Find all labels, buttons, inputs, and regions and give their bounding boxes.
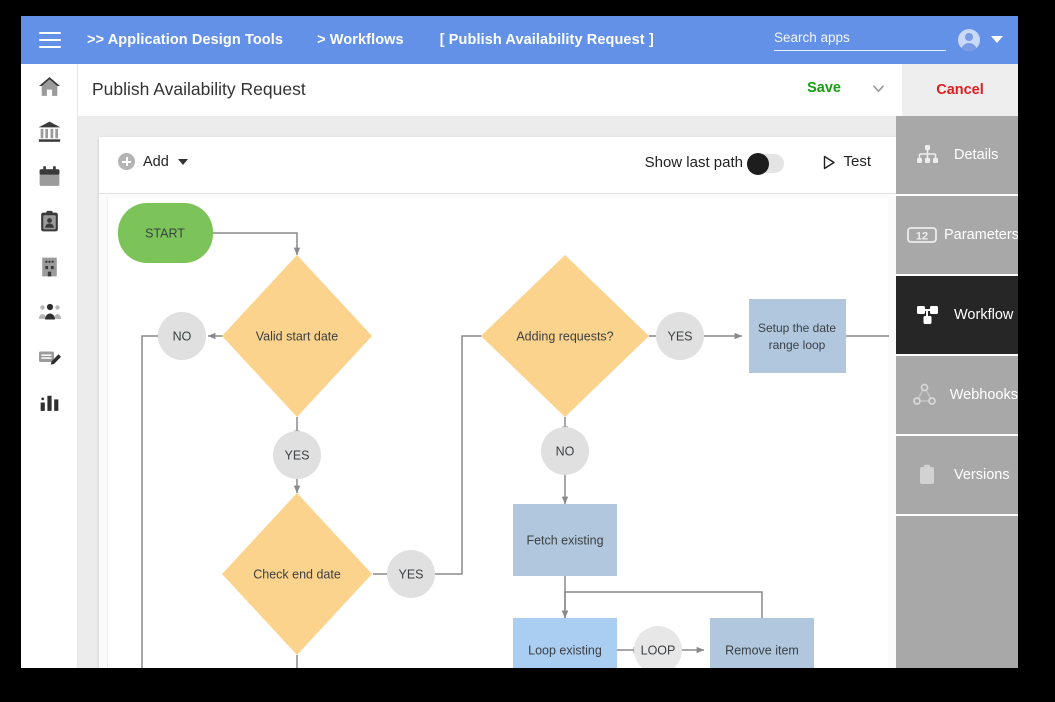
flow-node-valid-start-date-label: Valid start date	[256, 329, 339, 343]
flow-node-loop-existing[interactable]: Loop existing	[513, 618, 617, 668]
bar-chart-icon	[40, 395, 59, 411]
calendar-icon	[39, 166, 60, 186]
rail-item-calendar[interactable]	[21, 154, 78, 199]
flow-connector-yes-2[interactable]: YES	[387, 550, 435, 598]
svg-text:12: 12	[916, 231, 928, 243]
save-button[interactable]: Save	[807, 80, 841, 96]
flow-node-loop-existing-label: Loop existing	[528, 643, 602, 657]
flow-connector-no-1-label: NO	[173, 329, 192, 343]
flow-connector-yes-1[interactable]: YES	[273, 431, 321, 479]
rail-item-reports[interactable]	[21, 379, 78, 424]
flow-node-adding-requests[interactable]: Adding requests?	[481, 255, 649, 417]
workflow-card: Add Show last path Test	[99, 137, 896, 668]
top-navigation-bar: >> Application Design Tools > Workflows …	[21, 16, 1018, 64]
add-chevron-down-icon	[177, 158, 188, 165]
show-last-path-label: Show last path	[644, 154, 743, 171]
show-last-path-toggle[interactable]	[747, 152, 784, 175]
tab-details-label: Details	[954, 147, 999, 163]
app-window: >> Application Design Tools > Workflows …	[21, 16, 1018, 668]
tab-webhooks-label: Webhooks	[949, 387, 1018, 403]
tab-panel-filler	[896, 518, 1018, 668]
clipboard-icon	[907, 463, 947, 487]
webhook-icon	[907, 383, 943, 407]
flow-node-setup-date-range-loop-label-line2: range loop	[769, 338, 826, 352]
left-icon-rail	[21, 64, 78, 668]
flow-node-setup-date-range-loop-label-line1: Setup the date	[758, 321, 836, 335]
flow-connector-no-2[interactable]: NO	[541, 427, 589, 475]
flow-connector-yes-3-label: YES	[667, 329, 692, 343]
hamburger-menu-icon[interactable]	[39, 32, 61, 48]
home-icon	[39, 77, 60, 96]
breadcrumb-current-workflow: [ Publish Availability Request ]	[439, 32, 654, 48]
flow-node-remove-item[interactable]: Remove item	[710, 618, 814, 668]
bank-icon	[38, 121, 61, 142]
add-button[interactable]: Add	[118, 153, 188, 170]
search-input[interactable]	[774, 26, 946, 51]
flow-node-start-label: START	[145, 226, 185, 240]
save-chevron-down-icon[interactable]	[872, 84, 885, 93]
search-apps-container	[774, 26, 946, 51]
flow-node-fetch-existing[interactable]: Fetch existing	[513, 504, 617, 576]
cancel-button[interactable]: Cancel	[902, 64, 1018, 116]
workflow-toolbar: Add Show last path Test	[99, 137, 896, 194]
workflow-tab-panel: Details 12 Parameters	[896, 116, 1018, 668]
plus-circle-icon	[118, 153, 135, 170]
rail-item-employee-record[interactable]	[21, 199, 78, 244]
breadcrumb-workflows[interactable]: > Workflows	[317, 32, 404, 48]
rail-item-home[interactable]	[21, 64, 78, 109]
breadcrumb-application-design-tools[interactable]: >> Application Design Tools	[87, 32, 284, 48]
rail-item-institution[interactable]	[21, 109, 78, 154]
edit-document-icon	[38, 351, 61, 365]
rail-item-edit-document[interactable]	[21, 334, 78, 379]
building-icon	[42, 257, 57, 277]
add-button-label: Add	[143, 153, 169, 170]
content-area: Add Show last path Test	[78, 116, 1018, 668]
flow-node-start[interactable]: START	[118, 203, 213, 263]
flow-node-valid-start-date[interactable]: Valid start date	[222, 255, 372, 417]
tab-versions-label: Versions	[954, 467, 1010, 483]
rail-item-building[interactable]	[21, 244, 78, 289]
number-12-icon: 12	[907, 225, 937, 245]
tab-parameters[interactable]: 12 Parameters	[896, 196, 1018, 276]
flow-node-adding-requests-label: Adding requests?	[516, 329, 613, 343]
flow-connector-yes-1-label: YES	[284, 448, 309, 462]
flow-connector-no-2-label: NO	[556, 444, 575, 458]
test-button[interactable]: Test	[823, 153, 871, 170]
flow-node-setup-date-range-loop[interactable]: Setup the date range loop	[749, 299, 846, 373]
page-title: Publish Availability Request	[92, 79, 306, 99]
test-button-label: Test	[843, 153, 871, 170]
people-group-icon	[38, 303, 61, 319]
flow-connector-no-1[interactable]: NO	[158, 312, 206, 360]
toggle-knob	[747, 152, 769, 175]
tab-workflow-label: Workflow	[954, 307, 1014, 323]
play-icon	[823, 154, 836, 169]
clipboard-person-icon	[41, 210, 58, 232]
flow-connector-yes-3[interactable]: YES	[656, 312, 704, 360]
flow-node-remove-item-label: Remove item	[725, 643, 799, 657]
rail-item-people[interactable]	[21, 289, 78, 334]
tab-versions[interactable]: Versions	[896, 436, 1018, 516]
flow-node-fetch-existing-label: Fetch existing	[526, 533, 603, 547]
workflow-diagram: START Valid start date NO	[118, 203, 889, 668]
flow-connector-loop-label: LOOP	[641, 643, 676, 657]
nodes-icon	[907, 303, 947, 327]
tab-webhooks[interactable]: Webhooks	[896, 356, 1018, 436]
tab-workflow[interactable]: Workflow	[896, 276, 1018, 356]
account-chevron-down-icon[interactable]	[991, 36, 1003, 43]
workflow-sheet[interactable]: START Valid start date NO	[107, 198, 889, 668]
flow-node-check-end-date[interactable]: Check end date	[222, 493, 372, 655]
flow-connector-loop[interactable]: LOOP	[634, 626, 682, 668]
flow-connector-yes-2-label: YES	[398, 567, 423, 581]
workflow-canvas[interactable]: START Valid start date NO	[99, 194, 896, 668]
hierarchy-icon	[907, 144, 947, 166]
flow-node-check-end-date-label: Check end date	[253, 567, 341, 581]
page-header: Publish Availability Request Save Cancel	[78, 64, 1018, 116]
user-avatar-icon[interactable]	[958, 29, 980, 51]
tab-parameters-label: Parameters	[944, 227, 1018, 243]
tab-details[interactable]: Details	[896, 116, 1018, 196]
